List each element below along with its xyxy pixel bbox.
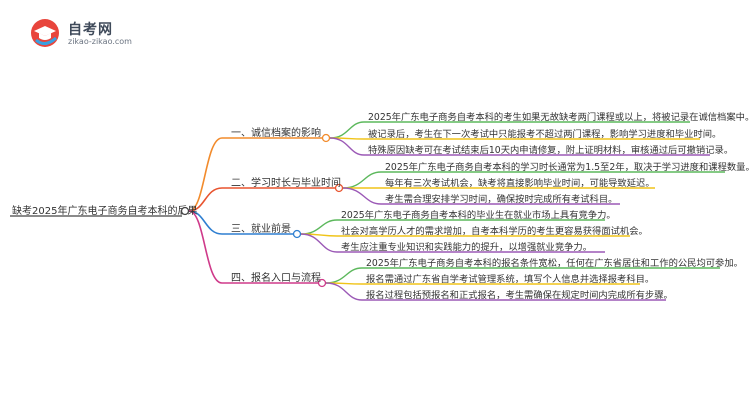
branch-credit-record: 一、诚信档案的影响	[231, 126, 321, 139]
leaf-4-1: 2025年广东电子商务自考本科的报名条件宽松，任何在广东省居住和工作的公民均可参…	[366, 257, 743, 269]
branch-4-connector	[317, 278, 327, 288]
branch-study-duration: 二、学习时长与毕业时间	[231, 176, 341, 189]
branch-registration: 四、报名入口与流程	[231, 271, 321, 284]
branch-employment: 三、就业前景	[231, 222, 291, 235]
site-logo[interactable]: 自考网 zikao-zikao.com	[30, 18, 140, 48]
leaf-1-2: 被记录后，考生在下一次考试中只能报考不超过两门课程，影响学习进度和毕业时间。	[368, 128, 721, 140]
leaf-3-3: 考生应注重专业知识和实践能力的提升，以增强就业竞争力。	[341, 241, 592, 253]
site-url: zikao-zikao.com	[68, 37, 132, 46]
leaf-4-3-link	[325, 282, 666, 301]
branch-3-link	[188, 210, 293, 235]
branch-4-link	[188, 210, 318, 284]
leaf-3-2: 社会对高学历人才的需求增加，自考本科学历的考生更容易获得面试机会。	[341, 225, 648, 237]
mind-map-links	[188, 121, 725, 301]
leaf-4-3: 报名过程包括预报名和正式报名，考生需确保在规定时间内完成所有步骤。	[366, 289, 673, 301]
leaf-1-1: 2025年广东电子商务自考本科的考生如果无故缺考两门课程或以上，将被记录在诚信档…	[368, 111, 750, 123]
graduation-cap-icon	[31, 19, 59, 47]
leaf-2-1: 2025年广东电子商务自考本科的学习时长通常为1.5至2年，取决于学习进度和课程…	[385, 161, 750, 173]
site-name: 自考网	[68, 22, 113, 38]
branch-2-link	[188, 187, 335, 212]
leaf-3-1: 2025年广东电子商务自考本科的毕业生在就业市场上具有竞争力。	[341, 209, 616, 221]
root-topic: 缺考2025年广东电子商务自考本科的后果	[12, 204, 197, 217]
root-connector	[180, 206, 190, 216]
leaf-4-2: 报名需通过广东省自学考试管理系统，填写个人信息并选择报考科目。	[366, 273, 654, 285]
leaf-2-2: 每年有三次考试机会，缺考将直接影响毕业时间，可能导致延迟。	[385, 177, 655, 189]
leaf-3-3-link	[300, 233, 605, 253]
leaf-2-3: 考生需合理安排学习时间，确保按时完成所有考试科目。	[385, 193, 617, 205]
leaf-1-3-link	[329, 137, 710, 156]
branch-1-link	[188, 137, 322, 212]
mind-map-nodes: 缺考2025年广东电子商务自考本科的后果 一、诚信档案的影响 二、学习时长与毕业…	[10, 111, 750, 301]
leaf-2-3-link	[342, 187, 620, 205]
leaf-1-3: 特殊原因缺考可在考试结束后10天内申请修复，附上证明材料，审核通过后可撤销记录。	[368, 144, 733, 156]
branch-1-connector	[321, 133, 331, 143]
branch-2-connector	[334, 183, 344, 193]
branch-3-connector	[292, 229, 302, 239]
